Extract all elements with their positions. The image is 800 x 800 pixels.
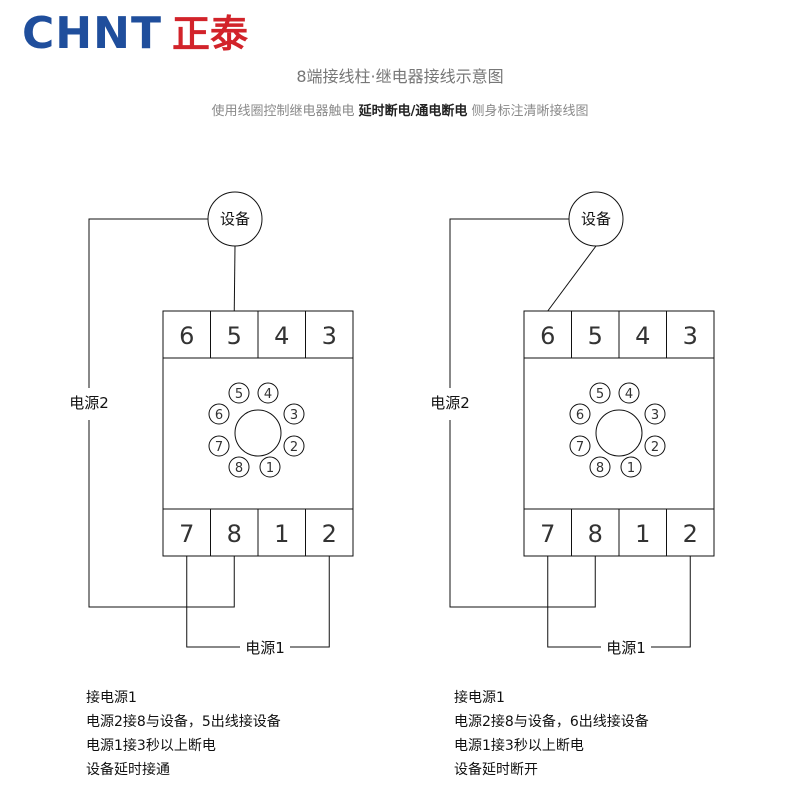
socket-pin-circle: [283, 435, 305, 457]
subtitle-prefix: 使用线圈控制继电器触电: [211, 104, 355, 119]
power2-label: 电源2: [69, 394, 109, 412]
socket-pin-circle: [589, 382, 611, 404]
subtitle-highlight: 延时断电/通电断电: [358, 104, 468, 119]
socket-pin-circle: [228, 382, 250, 404]
socket-pin-number: 1: [266, 461, 274, 476]
socket-pin-number: 1: [627, 461, 635, 476]
power1-right-wire: [651, 556, 691, 648]
socket-pin-circle: [620, 456, 642, 478]
bottom-terminal-number: 8: [588, 520, 603, 548]
socket-pin-circle: [283, 403, 305, 425]
socket-pin-number: 3: [290, 408, 298, 423]
device-label: 设备: [581, 210, 611, 228]
bottom-terminal-number: 2: [322, 520, 337, 548]
device-to-terminal-wire: [233, 245, 236, 312]
note-line: 电源1接3秒以上断电: [454, 738, 584, 754]
note-line: 设备延时断开: [454, 762, 538, 778]
bottom-terminal-number: 7: [540, 520, 555, 548]
notes-right: 接电源1 电源2接8与设备，6出线接设备 电源1接3秒以上断电 设备延时断开: [454, 686, 649, 782]
socket-center-hole: [234, 409, 282, 457]
logo-latin-text: CHNT: [22, 8, 162, 59]
socket-pin-circle: [589, 456, 611, 478]
socket-pin-number: 3: [651, 408, 659, 423]
page-title: 8端接线柱·继电器接线示意图: [296, 67, 504, 86]
socket-pin-number: 7: [576, 440, 584, 455]
socket-pin-number: 8: [596, 461, 604, 476]
socket-pin-circle: [644, 403, 666, 425]
top-terminal-number: 6: [179, 322, 194, 350]
top-terminal-number: 4: [274, 322, 289, 350]
socket-pin-number: 5: [235, 387, 243, 402]
socket-pin-circle: [257, 382, 279, 404]
power2-lower-wire: [449, 420, 596, 608]
socket-pin-number: 7: [215, 440, 223, 455]
socket-pin-number: 8: [235, 461, 243, 476]
socket-pin-number: 6: [576, 408, 584, 423]
notes-left: 接电源1 电源2接8与设备，5出线接设备 电源1接3秒以上断电 设备延时接通: [86, 686, 281, 782]
brand-logo: CHNT 正泰: [22, 10, 248, 58]
socket-pin-circle: [569, 435, 591, 457]
power2-upper-wire: [449, 218, 569, 388]
socket-pin-number: 2: [290, 440, 298, 455]
power1-left-wire: [186, 556, 240, 648]
subtitle-suffix: 侧身标注清晰接线图: [471, 104, 589, 119]
socket-pin-circle: [618, 382, 640, 404]
note-line: 电源1接3秒以上断电: [86, 738, 216, 754]
socket-pin-number: 4: [264, 387, 272, 402]
socket-pin-circle: [208, 435, 230, 457]
top-terminal-number: 6: [540, 322, 555, 350]
power1-label: 电源1: [606, 639, 646, 657]
top-terminal-number: 5: [588, 322, 603, 350]
note-line: 电源2接8与设备，6出线接设备: [454, 714, 649, 730]
socket-pin-circle: [228, 456, 250, 478]
socket-pin-circle: [569, 403, 591, 425]
power1-label: 电源1: [245, 639, 285, 657]
page-subtitle: 使用线圈控制继电器触电 延时断电/通电断电 侧身标注清晰接线图: [0, 100, 800, 119]
bottom-terminal-number: 1: [274, 520, 289, 548]
power2-label: 电源2: [430, 394, 470, 412]
note-line: 接电源1: [454, 690, 505, 706]
power1-left-wire: [547, 556, 601, 648]
socket-pin-circle: [208, 403, 230, 425]
note-line: 设备延时接通: [86, 762, 170, 778]
note-line: 电源2接8与设备，5出线接设备: [86, 714, 281, 730]
socket-pin-number: 2: [651, 440, 659, 455]
socket-pin-number: 4: [625, 387, 633, 402]
socket-center-hole: [595, 409, 643, 457]
device-label: 设备: [220, 210, 250, 228]
power2-lower-wire: [88, 420, 235, 608]
logo-chinese-text: 正泰: [171, 12, 248, 56]
power1-right-wire: [290, 556, 330, 648]
socket-pin-number: 5: [596, 387, 604, 402]
bottom-terminal-number: 7: [179, 520, 194, 548]
device-to-terminal-wire: [547, 245, 597, 312]
top-terminal-number: 3: [322, 322, 337, 350]
note-line: 接电源1: [86, 690, 137, 706]
top-terminal-number: 4: [635, 322, 650, 350]
socket-pin-number: 6: [215, 408, 223, 423]
socket-pin-circle: [259, 456, 281, 478]
bottom-terminal-number: 1: [635, 520, 650, 548]
power2-upper-wire: [88, 218, 208, 388]
top-terminal-number: 5: [227, 322, 242, 350]
bottom-terminal-number: 8: [227, 520, 242, 548]
top-terminal-number: 3: [683, 322, 698, 350]
socket-pin-circle: [644, 435, 666, 457]
bottom-terminal-number: 2: [683, 520, 698, 548]
